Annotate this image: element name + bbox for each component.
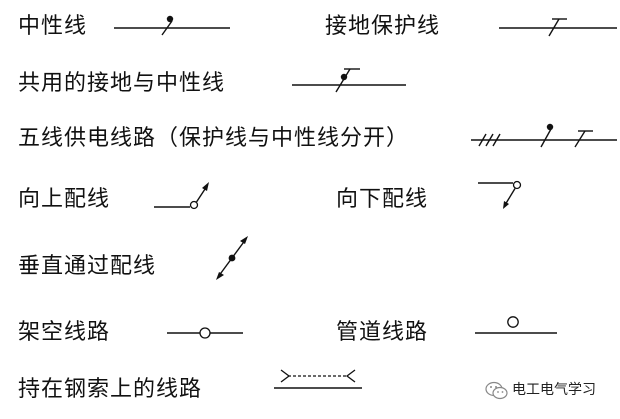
ground-protection-line-symbol [499,18,617,37]
label-wiring-down: 向下配线 [336,187,429,212]
label-vertical-through-wiring: 垂直通过配线 [18,254,157,279]
label-wiring-up: 向上配线 [18,187,111,212]
label-shared-ground-neutral-line: 共用的接地与中性线 [18,71,226,96]
wiring-up-symbol [154,182,209,210]
wiring-down-symbol [478,180,522,209]
conduit-line-symbol [475,316,557,334]
steel-cable-line-symbol [274,369,362,389]
label-conduit-line: 管道线路 [336,320,429,345]
neutral-line-symbol [114,15,230,36]
label-neutral-line: 中性线 [18,14,88,39]
shared-ground-neutral-symbol [292,68,406,93]
vertical-through-wiring-symbol [216,236,248,280]
overhead-line-symbol [167,327,243,339]
five-wire-circuit-symbol [471,123,617,148]
label-ground-protection-line: 接地保护线 [325,14,441,39]
label-steel-cable-line: 持在钢索上的线路 [18,377,203,402]
label-overhead-line: 架空线路 [18,320,111,345]
label-five-wire-circuit: 五线供电线路（保护线与中性线分开） [18,126,410,151]
wechat-icon [485,381,508,400]
watermark-text: 电工电气学习 [512,382,596,398]
